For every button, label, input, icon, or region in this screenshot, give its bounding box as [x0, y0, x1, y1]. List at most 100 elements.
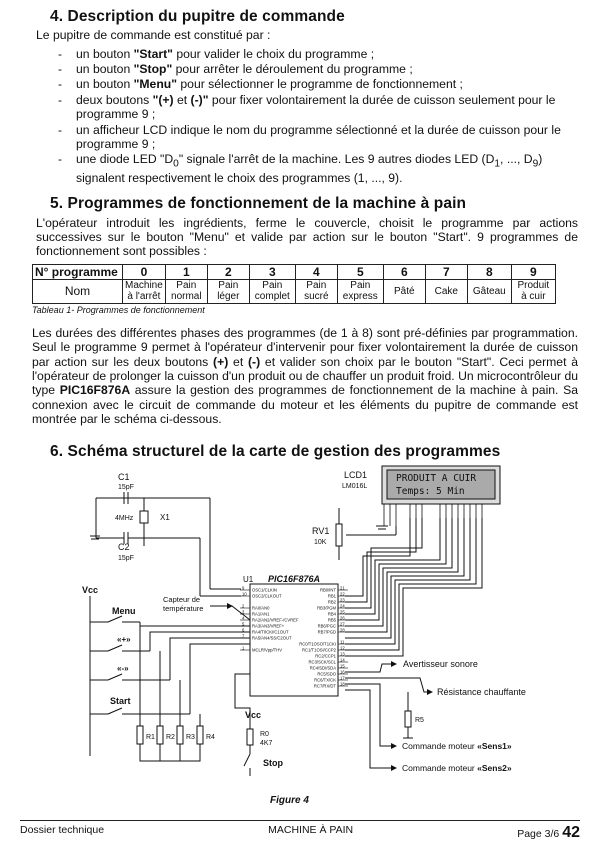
- mcu-pin-left: RA4/T0CKI/C1OUT: [252, 630, 289, 635]
- mcu-pin-number: 24: [340, 604, 345, 609]
- pupitre-list: un bouton "Start" pour valider le choix …: [58, 47, 578, 186]
- rv1-value: 10K: [314, 539, 327, 546]
- footer-right: Page 3/6 42: [517, 824, 580, 841]
- list-item: un bouton "Stop" pour arrêter le déroule…: [58, 62, 578, 77]
- table-cell: 4: [294, 263, 338, 281]
- mcu-pin-number: 12: [340, 646, 345, 651]
- table-cell: Gâteau: [466, 279, 512, 305]
- output-buzzer: Avertisseur sonore: [403, 659, 478, 669]
- mcu-pin-number: 9: [242, 586, 245, 591]
- mcu-pin-number: 3: [242, 610, 245, 615]
- xtal-freq: 4MHz: [115, 515, 134, 522]
- table-cell: Pain léger: [206, 279, 250, 305]
- mcu-pin-right: RC4/SDI/SDA: [310, 666, 337, 671]
- vcc-label: Vcc: [82, 585, 98, 595]
- list-item: deux boutons "(+) et (-)" pour fixer vol…: [58, 93, 578, 122]
- c2-value: 15pF: [118, 555, 134, 562]
- mcu-pin-right: RC6/TX/CK: [314, 678, 336, 683]
- mcu-pin-number: 7: [242, 634, 245, 639]
- mcu-pin-number: 10: [242, 592, 247, 597]
- x1-label: X1: [160, 513, 170, 522]
- list-item: une diode LED "D0" signale l'arrêt de la…: [58, 152, 578, 185]
- mcu-pin-number: 26: [340, 616, 345, 621]
- mcu-pin-number: 4: [242, 616, 245, 621]
- r2-label: R2: [166, 734, 175, 741]
- table-cell: 5: [336, 263, 384, 281]
- mcu-pin-number: 14: [340, 658, 345, 663]
- mcu-pin-number: 13: [340, 652, 345, 657]
- table-cell: 2: [206, 263, 250, 281]
- table-header-name: Nom: [32, 279, 123, 305]
- table-cell: Pain complet: [248, 279, 296, 305]
- mcu-pin-right: RC7/RX/DT: [314, 684, 337, 689]
- mcu-pin-left: OSC2/CLKOUT: [252, 594, 282, 599]
- mcu-pin-number: 27: [340, 622, 345, 627]
- section-5-title: 5. Programmes de fonctionnement de la ma…: [50, 195, 467, 213]
- mcu-pin-number: 1: [242, 646, 245, 651]
- table-header-num: N° programme: [32, 263, 123, 281]
- output-heater: Résistance chauffante: [437, 687, 526, 697]
- table-cell: Pain express: [336, 279, 384, 305]
- table-cell: Machine à l'arrêt: [122, 279, 166, 305]
- vcc-stop-label: Vcc: [245, 710, 261, 720]
- table-cell: Pain sucré: [294, 279, 338, 305]
- mcu-pin-right: RC0/T1OSO/T1CKI: [299, 642, 336, 647]
- c1-label: C1: [118, 472, 130, 482]
- figure-caption: Figure 4: [270, 795, 309, 806]
- mcu-chip: [249, 583, 339, 697]
- table-cell: 1: [164, 263, 208, 281]
- mcu-pin-left: RA1/AN1: [252, 612, 270, 617]
- mcu-pin-right: RC5/SDO: [317, 672, 336, 677]
- mcu-pin-left: MCLR/Vpp/THV: [252, 648, 282, 653]
- r4-label: R4: [206, 734, 215, 741]
- footer-left: Dossier technique: [20, 824, 105, 836]
- mcu-pin-left: RA0/AN0: [252, 606, 270, 611]
- list-item: un bouton "Start" pour valider le choix …: [58, 47, 578, 62]
- programs-table: N° programme 0 1 2 3 4 5 6 7 8 9 Nom Mac…: [32, 263, 556, 305]
- mcu-pin-right: RB1: [328, 594, 337, 599]
- table-cell: 9: [510, 263, 556, 281]
- table-cell: Pâté: [382, 279, 426, 305]
- list-item: un bouton "Menu" pour sélectionner le pr…: [58, 77, 578, 92]
- sensor-label-2: température: [163, 604, 203, 613]
- table-cell: Cake: [424, 279, 468, 305]
- table-cell: Produit à cuir: [510, 279, 556, 305]
- sensor-label: Capteur de: [163, 595, 200, 604]
- mcu-name: PIC16F876A: [268, 574, 320, 584]
- mcu-pin-number: 2: [242, 604, 245, 609]
- mcu-pin-right: RB0/INT: [320, 588, 336, 593]
- mcu-pin-number: 16: [340, 670, 345, 675]
- mcu-pin-number: 23: [340, 598, 345, 603]
- mcu-pin-right: RB7/PGD: [318, 630, 336, 635]
- mcu-pin-number: 28: [340, 628, 345, 633]
- mcu-pin-right: RC2/CCP1: [315, 654, 336, 659]
- section-6-title: 6. Schéma structurel de la carte de gest…: [50, 442, 501, 460]
- table-cell: 6: [382, 263, 426, 281]
- mcu-pin-right: RC1/T1OSI/CCP2: [302, 648, 337, 653]
- table-cell: Pain normal: [164, 279, 208, 305]
- table-cell: 7: [424, 263, 468, 281]
- minus-button-label: «-»: [117, 664, 129, 673]
- table-cell: 3: [248, 263, 296, 281]
- table-cell: 8: [466, 263, 512, 281]
- lcd-model: LM016L: [342, 483, 367, 490]
- rv1-label: RV1: [312, 526, 329, 536]
- mcu-pin-right: RB6/PGC: [318, 624, 336, 629]
- section-5-paragraph-2: Les durées des différentes phases des pr…: [32, 325, 579, 427]
- mcu-pin-number: 21: [340, 586, 345, 591]
- mcu-pin-right: RC3/SCK/SCL: [309, 660, 337, 665]
- lcd-label: LCD1: [344, 470, 367, 480]
- r3-label: R3: [186, 734, 195, 741]
- mcu-pin-number: 5: [242, 622, 245, 627]
- c1-value: 15pF: [118, 484, 134, 491]
- mcu-pin-right: RB4: [328, 612, 337, 617]
- section-4-intro: Le pupitre de commande est constitué par…: [36, 28, 271, 43]
- mcu-pin-right: RB2: [328, 600, 337, 605]
- start-button-label: Start: [110, 696, 131, 706]
- output-motor-2: Commande moteur «Sens2»: [402, 763, 512, 773]
- circuit-schematic: C1 15pF 4MHz X1 C2 15pF LCD1 LM016L PROD…: [60, 456, 560, 796]
- mcu-pin-right: RB3/PGM: [317, 606, 336, 611]
- r0-value: 4K7: [260, 740, 273, 747]
- stop-button-label: Stop: [263, 758, 283, 768]
